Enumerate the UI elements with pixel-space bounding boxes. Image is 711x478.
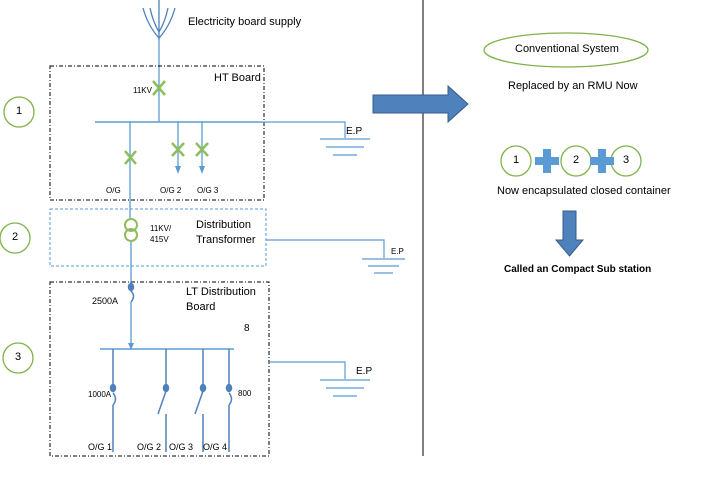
section-number-3: 3 <box>15 351 22 363</box>
lt-board-box <box>49 281 270 457</box>
section-circle-1 <box>3 96 35 128</box>
lt-earth-label: E.P <box>356 366 373 377</box>
lt-board-title-line2: Board <box>186 301 216 313</box>
down-arrow-icon <box>554 210 585 257</box>
rmu-number-1: 1 <box>513 154 520 166</box>
supply-antenna-icon <box>142 0 176 40</box>
ht-incomer-breaker-icon <box>152 80 166 96</box>
ht-feeder-arrow-2 <box>175 166 181 174</box>
ht-earth-label: E.P <box>346 126 363 137</box>
replacement-arrow-icon <box>372 84 469 124</box>
rmu-number-3: 3 <box>623 154 630 166</box>
lt-feeder-rating-left: 1000A <box>88 390 112 399</box>
supply-label: Electricity board supply <box>188 16 302 28</box>
transformer-box <box>49 208 267 267</box>
ht-earth-icon <box>320 138 370 156</box>
rmu-number-2: 2 <box>573 154 580 166</box>
replaced-label: Replaced by an RMU Now <box>508 80 638 92</box>
lt-board-title-line1: LT Distribution <box>186 286 256 298</box>
section-number-2: 2 <box>12 231 19 243</box>
ht-voltage-label: 11KV <box>133 86 152 95</box>
transformer-icon <box>124 218 138 242</box>
ht-feeder-breaker-icon-1 <box>124 150 137 165</box>
lt-feeder-1 <box>109 349 117 452</box>
transformer-earth-label: E.P <box>391 247 404 256</box>
section-circle-3 <box>2 342 34 374</box>
lt-incomer-breaker-icon <box>127 282 135 303</box>
transformer-name-line1: Distribution <box>196 219 252 231</box>
lt-incomer-arrow <box>128 343 134 350</box>
ht-og-label-1: O/G <box>106 186 121 195</box>
lt-og-label-3: O/G 3 <box>169 442 194 452</box>
plus-icon-1 <box>535 149 559 173</box>
plus-icon-2 <box>590 149 614 173</box>
transformer-rating-line2: 415V <box>150 235 169 244</box>
ht-board-title: HT Board <box>214 72 261 84</box>
ht-feeder-arrow-3 <box>199 166 205 174</box>
conventional-system-ellipse <box>483 32 649 68</box>
lt-earth-icon <box>320 379 370 397</box>
lt-earth-lead <box>269 361 346 379</box>
conventional-system-label: Conventional System <box>515 43 619 55</box>
compact-substation-label: Called an Compact Sub station <box>504 264 652 275</box>
ht-og-label-2: O/G 2 <box>160 186 182 195</box>
rmu-circle-1 <box>500 145 532 177</box>
transformer-earth-icon <box>362 258 405 274</box>
lt-og-label-2: O/G 2 <box>137 442 162 452</box>
lt-feeder-3 <box>194 349 207 452</box>
transformer-rating-line1: 11KV/ <box>150 224 172 233</box>
lt-feeder-rating-right: 800 <box>238 389 252 398</box>
section-circle-2 <box>0 222 31 254</box>
lt-og-label-4: O/G 4 <box>203 442 228 452</box>
lt-feeder-4 <box>225 349 233 452</box>
transformer-name-line2: Transformer <box>196 234 256 246</box>
ht-og-label-3: O/G 3 <box>197 186 219 195</box>
lt-feeder-2 <box>157 349 170 452</box>
section-number-1: 1 <box>16 105 23 117</box>
encapsulated-label: Now encapsulated closed container <box>497 185 671 197</box>
lt-board-number: 8 <box>244 323 250 334</box>
ht-feeder-breaker-icon-3 <box>195 142 209 157</box>
transformer-earth-lead <box>266 239 385 258</box>
ht-earth-lead <box>262 121 346 138</box>
lt-og-label-1: O/G 1 <box>88 442 113 452</box>
ht-feeder-breaker-icon-2 <box>171 142 185 157</box>
ht-board-box <box>49 65 265 201</box>
lt-incomer-rating: 2500A <box>92 296 119 306</box>
